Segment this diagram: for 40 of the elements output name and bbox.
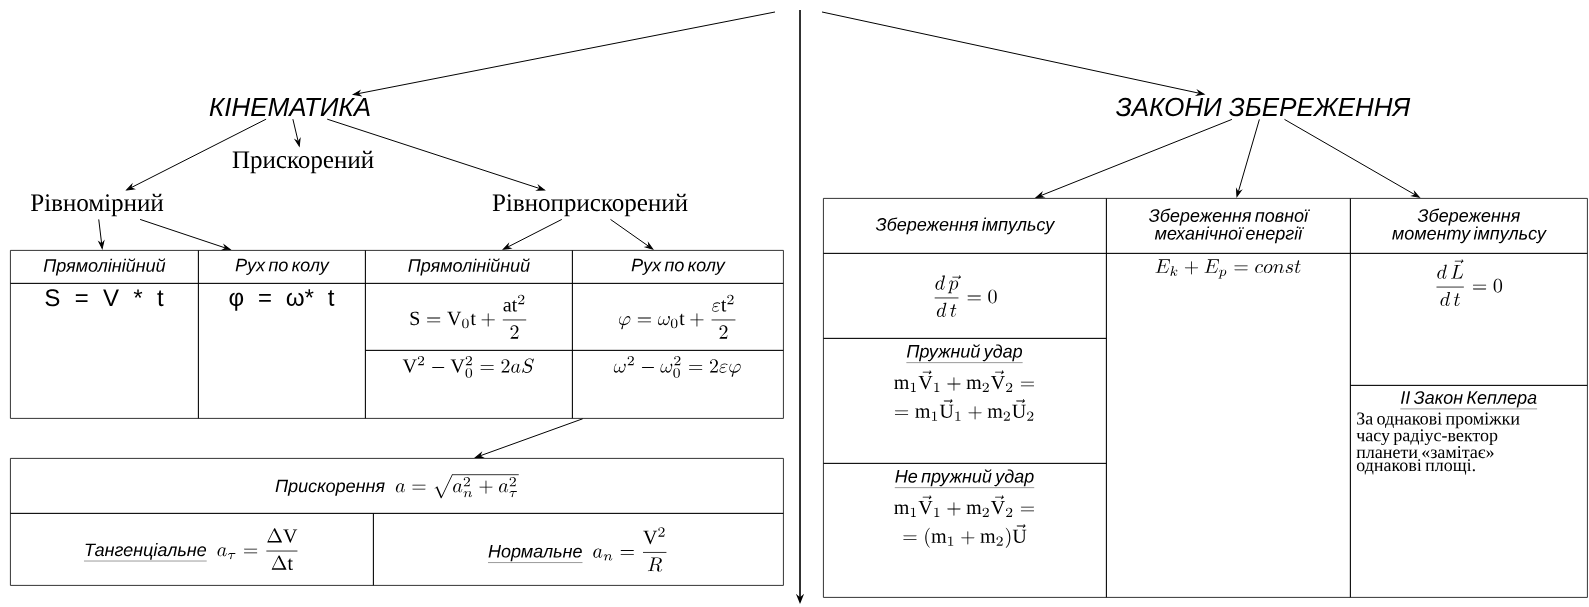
table-cell: Рух по колу — [572, 250, 784, 284]
table-cell: φ = ω* t — [198, 283, 366, 419]
topic-label: Прискорений — [232, 150, 374, 174]
table-cell: Прямолінійний — [10, 250, 199, 284]
topic-label: ЗАКОНИ ЗБЕРЕЖЕННЯ — [1116, 97, 1411, 117]
topic-label: КІНЕМАТИКА — [209, 98, 370, 116]
table-cell: Збереження моменту імпульсу — [1350, 198, 1588, 254]
table-cell: $\frac{d\,\vec{p}}{d\,t} = 0$ — [823, 253, 1107, 339]
arrow — [326, 118, 545, 191]
table-cell: Збереження повної механічної енергії — [1106, 198, 1351, 254]
table-cell: Збереження імпульсу — [823, 198, 1107, 254]
arrow — [502, 218, 563, 250]
table-cell: Нормальне $a_n = \frac{\mathrm{V}^2}{R}$ — [373, 513, 784, 586]
arrow — [352, 11, 776, 97]
arrow — [139, 218, 231, 251]
table-cell: $\mathrm{S} = \mathrm{V}_0\mathrm{t} + \frac{\mathrm{at}^2}{2}$ — [365, 283, 573, 351]
arrow — [1035, 118, 1233, 198]
table-cell: Прямолінійний — [365, 250, 573, 284]
table-cell: $\omega^2 - \omega_0^2 = 2\varepsilon\varphi$ — [572, 350, 784, 419]
table-cell: II Закон Кеплера За однакові проміжки часу радіус-вектор планети «замітає» однакові площі. — [1350, 385, 1588, 598]
table-cell: Тангенціальне $a_\tau = \frac{\Delta\mathrm{V}}{\Delta\mathrm{t}}$ — [10, 513, 374, 586]
arrow — [126, 118, 267, 191]
table-cell: $\mathrm{V}^2 - \mathrm{V}_0^2 = 2aS$ — [365, 350, 573, 419]
topic-label: Рівномірний — [31, 193, 164, 217]
table-cell: $E_k + E_p = const$ — [1106, 253, 1351, 598]
table-cell: $\varphi = \omega_0\mathrm{t} + \frac{\varepsilon\mathrm{t}^2}{2}$ — [572, 283, 784, 351]
table-cell: $\frac{d\,\vec{L}}{d\,t} = 0$ — [1350, 253, 1588, 386]
arrow — [1284, 118, 1420, 198]
topic-label: Рівноприскорений — [492, 193, 688, 217]
table-cell: S = V * t — [10, 283, 199, 419]
arrow — [292, 118, 301, 147]
arrow — [610, 218, 654, 250]
table-cell: Рух по колу — [198, 250, 366, 284]
arrow — [821, 11, 1205, 96]
table-cell: Не пружний удар $\mathrm{m}_1\vec{\mathrm{V}}_1 + \mathrm{m}_2\vec{\mathrm{V}}_2 =$ $= (\mathrm{m}_1 + \mathrm{m}_2)\vec{\mathrm{U}}$ — [823, 463, 1107, 598]
arrow — [98, 218, 105, 249]
arrow — [1236, 118, 1260, 198]
table-cell: Прискорення $a = \sqrt{a_n^2 + a_\tau^2}$ — [10, 458, 784, 514]
table-cell: Пружний удар $\mathrm{m}_1\vec{\mathrm{V}}_1 + \mathrm{m}_2\vec{\mathrm{V}}_2 =$ $= \mathrm{m}_1\vec{\mathrm{U}}_1 + \mathrm{m}_2\vec{\mathrm{U}}_2$ — [823, 338, 1107, 464]
arrow — [475, 418, 584, 458]
